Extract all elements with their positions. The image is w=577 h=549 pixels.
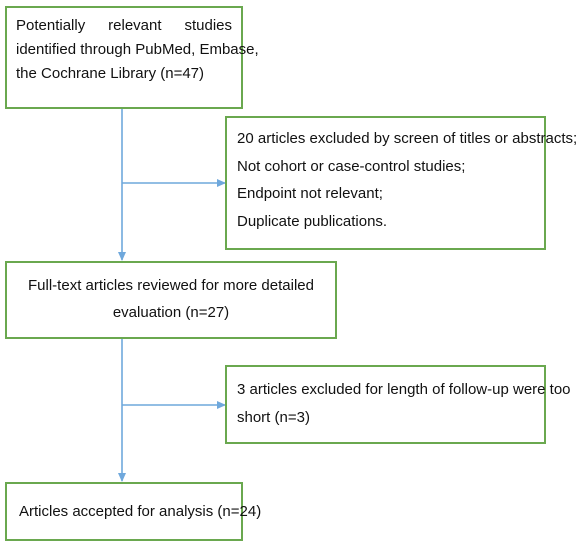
included-line-1: Articles accepted for analysis (n=24) [19,503,262,520]
exclusion-box-1: 20 articles excluded by screen of titles… [225,116,577,250]
full-text-line-2: evaluation (n=27) [112,304,230,321]
identification-line-3: the Cochrane Library (n=47) [16,65,205,82]
exclusion-2-line-1: 3 articles excluded for length of follow… [237,381,571,398]
identification-box: Potentially relevant studies identified … [5,6,259,109]
exclusion-1-line-1: 20 articles excluded by screen of titles… [237,130,577,147]
included-box: Articles accepted for analysis (n=24) [5,482,262,541]
identification-word-1: Potentially [16,17,86,34]
identification-line-2: identified through PubMed, Embase, [16,41,259,58]
identification-line-1: Potentially relevant studies [16,14,232,38]
exclusion-2-line-2: short (n=3) [237,409,310,426]
identification-word-2: relevant [108,17,162,34]
identification-word-3: studies [184,17,232,34]
full-text-line-1: Full-text articles reviewed for more det… [28,277,314,294]
exclusion-box-2: 3 articles excluded for length of follow… [225,365,571,444]
flow-connectors [118,109,226,482]
exclusion-1-line-2: Not cohort or case-control studies; [237,157,466,175]
exclusion-1-line-3: Endpoint not relevant; [237,185,383,202]
exclusion-1-line-4: Duplicate publications. [237,212,388,230]
full-text-box: Full-text articles reviewed for more det… [5,261,337,339]
